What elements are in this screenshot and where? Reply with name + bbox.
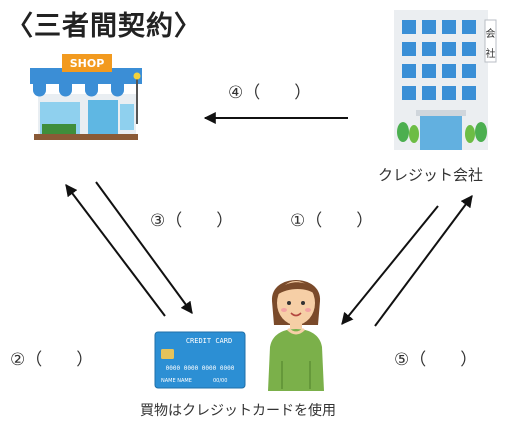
step-1-label: ①（ ） (290, 211, 374, 231)
shop-illustration: SHOP (30, 54, 142, 140)
arrow-1-credit-to-person (341, 205, 439, 325)
arrow-2-card-to-shop (65, 184, 166, 317)
card-number-text: 0000 0000 0000 0000 (166, 365, 235, 372)
person-illustration (268, 280, 324, 391)
building-sign-char-2: 社 (486, 47, 496, 60)
arrow-5-person-to-credit (374, 195, 473, 327)
card-name-text: CREDIT CARD (186, 337, 232, 345)
shop-sign-text: SHOP (70, 57, 105, 70)
credit-company-building: 会 社 (394, 10, 497, 150)
step-4-label: ④（ ） (228, 83, 312, 103)
person-caption: 買物はクレジットカードを使用 (140, 403, 336, 419)
credit-company-caption: クレジット会社 (378, 166, 484, 184)
step-3-label: ③（ ） (150, 211, 234, 231)
card-holder-text: NAME NAME (161, 378, 192, 384)
card-expiry-text: 00/00 (213, 378, 227, 384)
credit-card-illustration: CREDIT CARD 0000 0000 0000 0000 NAME NAM… (154, 331, 246, 389)
arrow-3-shop-to-card (95, 181, 193, 314)
step-2-label: ②（ ） (10, 350, 94, 370)
step-5-label: ⑤（ ） (394, 350, 478, 370)
diagram-title: 〈三者間契約〉 (6, 11, 202, 42)
building-sign-char-1: 会 (486, 27, 496, 40)
